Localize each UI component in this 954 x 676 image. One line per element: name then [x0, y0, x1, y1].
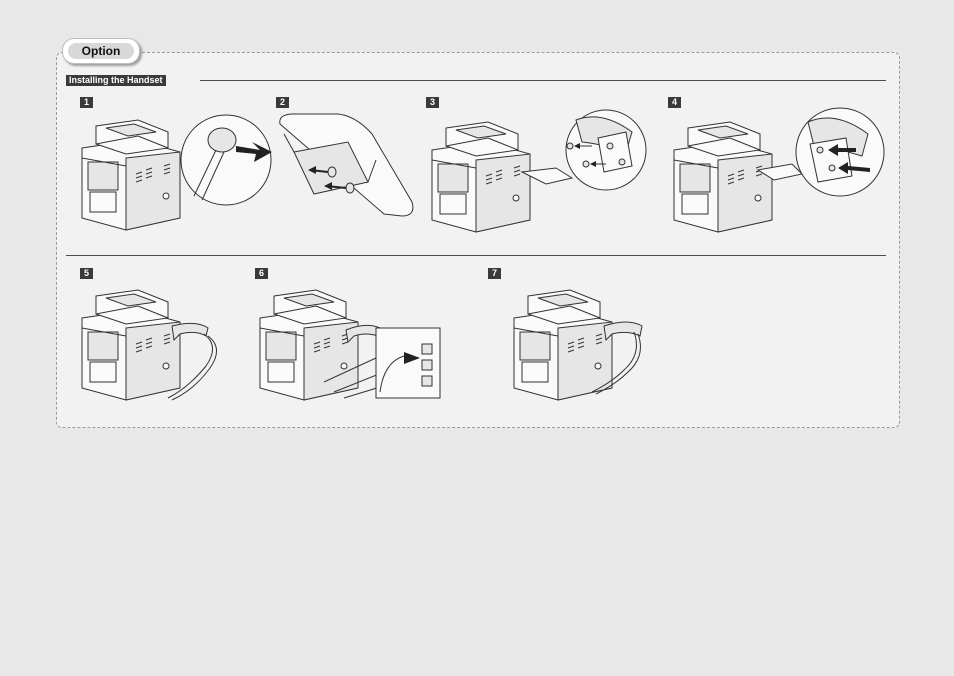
step-4-illustration — [668, 112, 888, 242]
option-label: Option — [82, 44, 121, 58]
step-1-badge: 1 — [80, 97, 93, 108]
step-5-badge: 5 — [80, 268, 93, 279]
step-5-illustration — [76, 282, 226, 404]
step-7-illustration — [508, 282, 658, 404]
section-rule — [200, 80, 886, 81]
step-2-badge: 2 — [276, 97, 289, 108]
row-divider — [66, 255, 886, 256]
step-6-illustration — [254, 282, 454, 404]
step-3-illustration — [426, 112, 656, 242]
section-title: Installing the Handset — [66, 75, 166, 86]
step-3-badge: 3 — [426, 97, 439, 108]
step-4-badge: 4 — [668, 97, 681, 108]
step-1-illustration — [76, 112, 276, 242]
option-tab: Option — [62, 38, 140, 64]
step-6-badge: 6 — [255, 268, 268, 279]
step-7-badge: 7 — [488, 268, 501, 279]
step-2-illustration — [274, 112, 424, 222]
